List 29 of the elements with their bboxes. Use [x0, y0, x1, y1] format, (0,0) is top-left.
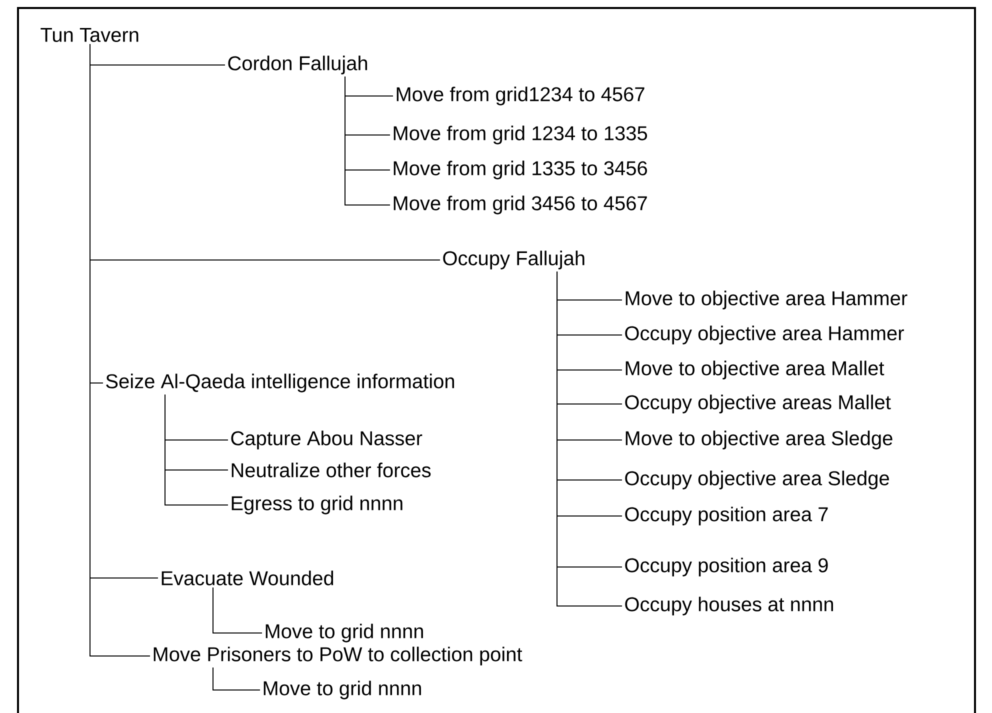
tree-item: Occupy objective area Hammer — [625, 326, 904, 344]
tree-connector — [90, 44, 150, 656]
tree-connector — [344, 76, 390, 206]
tree-connector — [164, 394, 228, 506]
tree-connector — [212, 667, 260, 690]
tree-item: Move from grid 3456 to 4567 — [394, 196, 647, 214]
tree-item: Cordon Fallujah — [228, 56, 368, 74]
tree-item: Move to objective area Sledge — [626, 430, 892, 450]
tree-item: Capture Abou Nasser — [231, 430, 422, 450]
tree-item: Egress to grid nnnn — [232, 496, 402, 514]
tree-item: Move to grid nnnn — [266, 624, 423, 642]
tree-item: Tun Tavern — [40, 28, 138, 42]
tree-item: Move from grid1234 to 4567 — [396, 86, 644, 106]
tree-item: Move from grid 1234 to 1335 — [394, 126, 648, 144]
tree-item: Occupy objective areas Mallet — [625, 394, 891, 414]
tree-item: Occupy Fallujah — [443, 250, 584, 270]
tree-item: Move from grid 1335 to 3456 — [394, 160, 647, 180]
tree-item: Occupy position area 7 — [625, 506, 828, 526]
tree-item: Seize Al-Qaeda intelligence information — [106, 374, 454, 392]
tree-item: Occupy houses at nnnn — [625, 596, 833, 616]
tree-item: Occupy position area 9 — [625, 558, 828, 576]
tree-item: Move to objective area Hammer — [626, 290, 908, 310]
tree-connector — [212, 587, 262, 634]
tree-item: Occupy objective area Sledge — [625, 470, 889, 490]
tree-item: Evacuate Wounded — [162, 570, 334, 586]
tree-item: Move to objective area Mallet — [626, 360, 884, 380]
tree-item: Move Prisoners to PoW to collection point — [154, 646, 522, 666]
tree-item: Move to grid nnnn — [264, 680, 421, 700]
tree-item: Neutralize other forces — [232, 462, 431, 478]
